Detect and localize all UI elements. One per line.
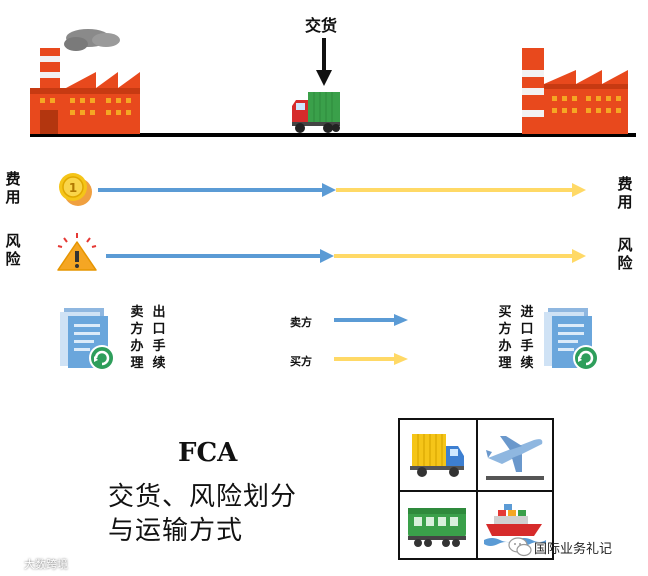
import-col2: 进口手续: [520, 305, 534, 371]
legend-buyer-arrow: [334, 353, 408, 365]
export-col2: 出口手续: [152, 305, 166, 371]
caption-title: FCA: [178, 438, 238, 468]
left-factory-icon: [30, 29, 140, 134]
caption-line1: 交货、风险划分: [108, 482, 298, 512]
right-factory-icon: [522, 48, 628, 134]
import-procedure-text: 买方办理 进口手续: [496, 304, 536, 372]
caption-line2: 与运输方式: [108, 516, 244, 546]
legend-seller-label: 卖方: [290, 316, 312, 329]
ground-line: [30, 133, 636, 137]
export-document-icon: [60, 308, 115, 371]
truck-icon: [410, 434, 464, 477]
cost-label-right: 费用: [617, 175, 633, 211]
risk-arrow: [106, 249, 586, 263]
risk-label-right: 风险: [617, 236, 633, 272]
svg-text:1: 1: [69, 181, 77, 195]
legend-buyer-label: 买方: [290, 355, 312, 368]
import-document-icon: [544, 308, 599, 371]
watermark-left: 大数跨境: [24, 558, 68, 571]
airplane-icon: [486, 436, 544, 480]
import-col1: 买方办理: [498, 305, 512, 371]
risk-label-left: 风险: [5, 232, 21, 268]
cost-arrow: [98, 183, 586, 197]
truck-icon: [292, 92, 340, 133]
train-icon: [408, 508, 466, 547]
cost-label-left: 费用: [5, 170, 21, 206]
export-col1: 卖方办理: [130, 305, 144, 371]
delivery-down-arrow: [316, 38, 332, 86]
delivery-label: 交货: [305, 16, 338, 35]
warning-icon: [57, 233, 97, 271]
wechat-icon: [508, 537, 532, 557]
transport-mode-grid: [398, 418, 554, 560]
export-procedure-text: 卖方办理 出口手续: [128, 304, 168, 372]
coin-icon: 1: [59, 173, 92, 206]
legend-seller-arrow: [334, 314, 408, 326]
watermark-right: 国际业务礼记: [534, 542, 613, 557]
